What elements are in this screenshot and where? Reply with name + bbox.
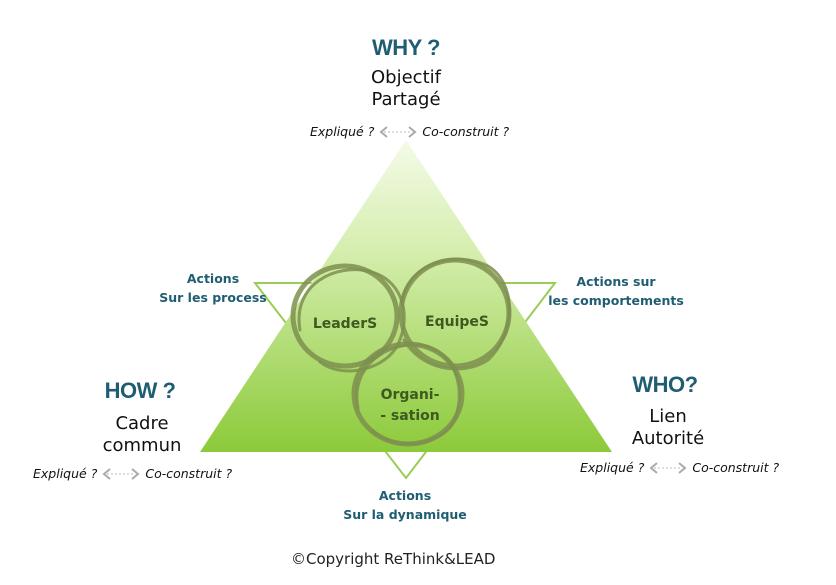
who-subtitle-line1: Lien bbox=[649, 406, 687, 427]
why-explained-label: Expliqué ? bbox=[310, 124, 375, 139]
organisation-label: Organi- - sation bbox=[365, 385, 455, 427]
who-subtitle: Lien Autorité bbox=[598, 406, 738, 450]
organisation-circle bbox=[351, 341, 465, 447]
actions-dynamics-line2: Sur la dynamique bbox=[343, 507, 467, 522]
why-subtitle-line2: Partagé bbox=[371, 89, 441, 110]
double-arrow-icon bbox=[649, 461, 687, 474]
why-choice: Expliqué ? Co-construit ? bbox=[310, 124, 509, 139]
who-choice: Expliqué ? Co-construit ? bbox=[580, 460, 779, 475]
actions-behaviour-line2: les comportements bbox=[548, 293, 684, 308]
equipes-label: EquipeS bbox=[425, 314, 489, 330]
double-arrow-icon bbox=[102, 467, 140, 480]
why-heading: WHY ? bbox=[372, 35, 440, 60]
how-subtitle-line2: commun bbox=[102, 435, 182, 456]
actions-dynamics-label: Actions Sur la dynamique bbox=[335, 486, 475, 524]
actions-behaviour-label: Actions sur les comportements bbox=[536, 272, 696, 310]
who-subtitle-line2: Autorité bbox=[631, 428, 705, 449]
why-subtitle-line1: Objectif bbox=[371, 67, 441, 88]
actions-process-line1: Actions bbox=[186, 271, 240, 286]
why-coconstructed-label: Co-construit ? bbox=[422, 124, 510, 139]
leaders-label: LeaderS bbox=[312, 316, 378, 332]
why-subtitle: Objectif Partagé bbox=[336, 67, 476, 111]
copyright-text: ©Copyright ReThink&LEAD bbox=[291, 550, 496, 568]
how-subtitle: Cadre commun bbox=[72, 413, 212, 457]
organisation-line1: Organi- bbox=[380, 387, 440, 403]
how-explained-label: Expliqué ? bbox=[33, 466, 98, 481]
actions-behaviour-line1: Actions sur bbox=[576, 274, 656, 289]
actions-process-line2: Sur les process bbox=[159, 290, 267, 305]
organisation-line2: - sation bbox=[380, 408, 440, 424]
who-explained-label: Expliqué ? bbox=[580, 460, 645, 475]
actions-process-label: Actions Sur les process bbox=[148, 269, 278, 307]
how-subtitle-line1: Cadre bbox=[115, 413, 169, 434]
who-coconstructed-label: Co-construit ? bbox=[692, 460, 780, 475]
how-choice: Expliqué ? Co-construit ? bbox=[33, 466, 232, 481]
how-coconstructed-label: Co-construit ? bbox=[145, 466, 233, 481]
actions-dynamics-line1: Actions bbox=[378, 488, 432, 503]
how-heading: HOW ? bbox=[104, 378, 176, 403]
who-heading: WHO? bbox=[632, 372, 698, 397]
double-arrow-icon bbox=[379, 125, 417, 138]
